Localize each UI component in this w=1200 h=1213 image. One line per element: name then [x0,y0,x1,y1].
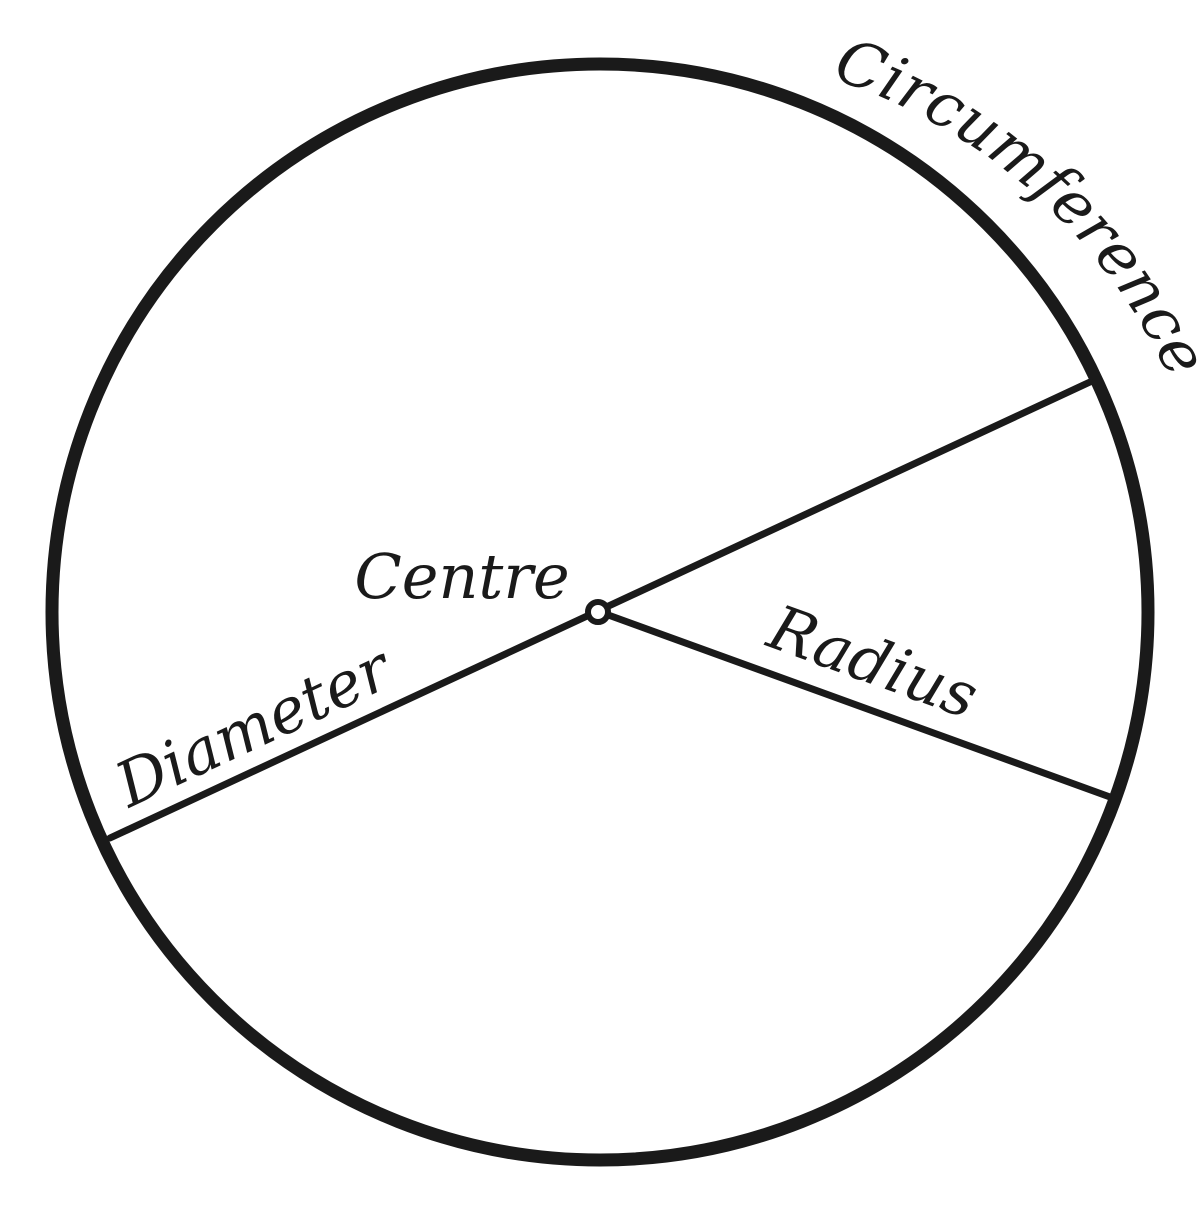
centre-point [585,599,611,625]
circumference-label-text: Circumference [826,23,1200,387]
circumference-label: Circumference [826,23,1200,387]
circle-outline [45,57,1155,1167]
diameter-label: Diameter [104,630,405,822]
radius-line [596,608,1114,801]
centre-label: Centre [354,540,569,613]
